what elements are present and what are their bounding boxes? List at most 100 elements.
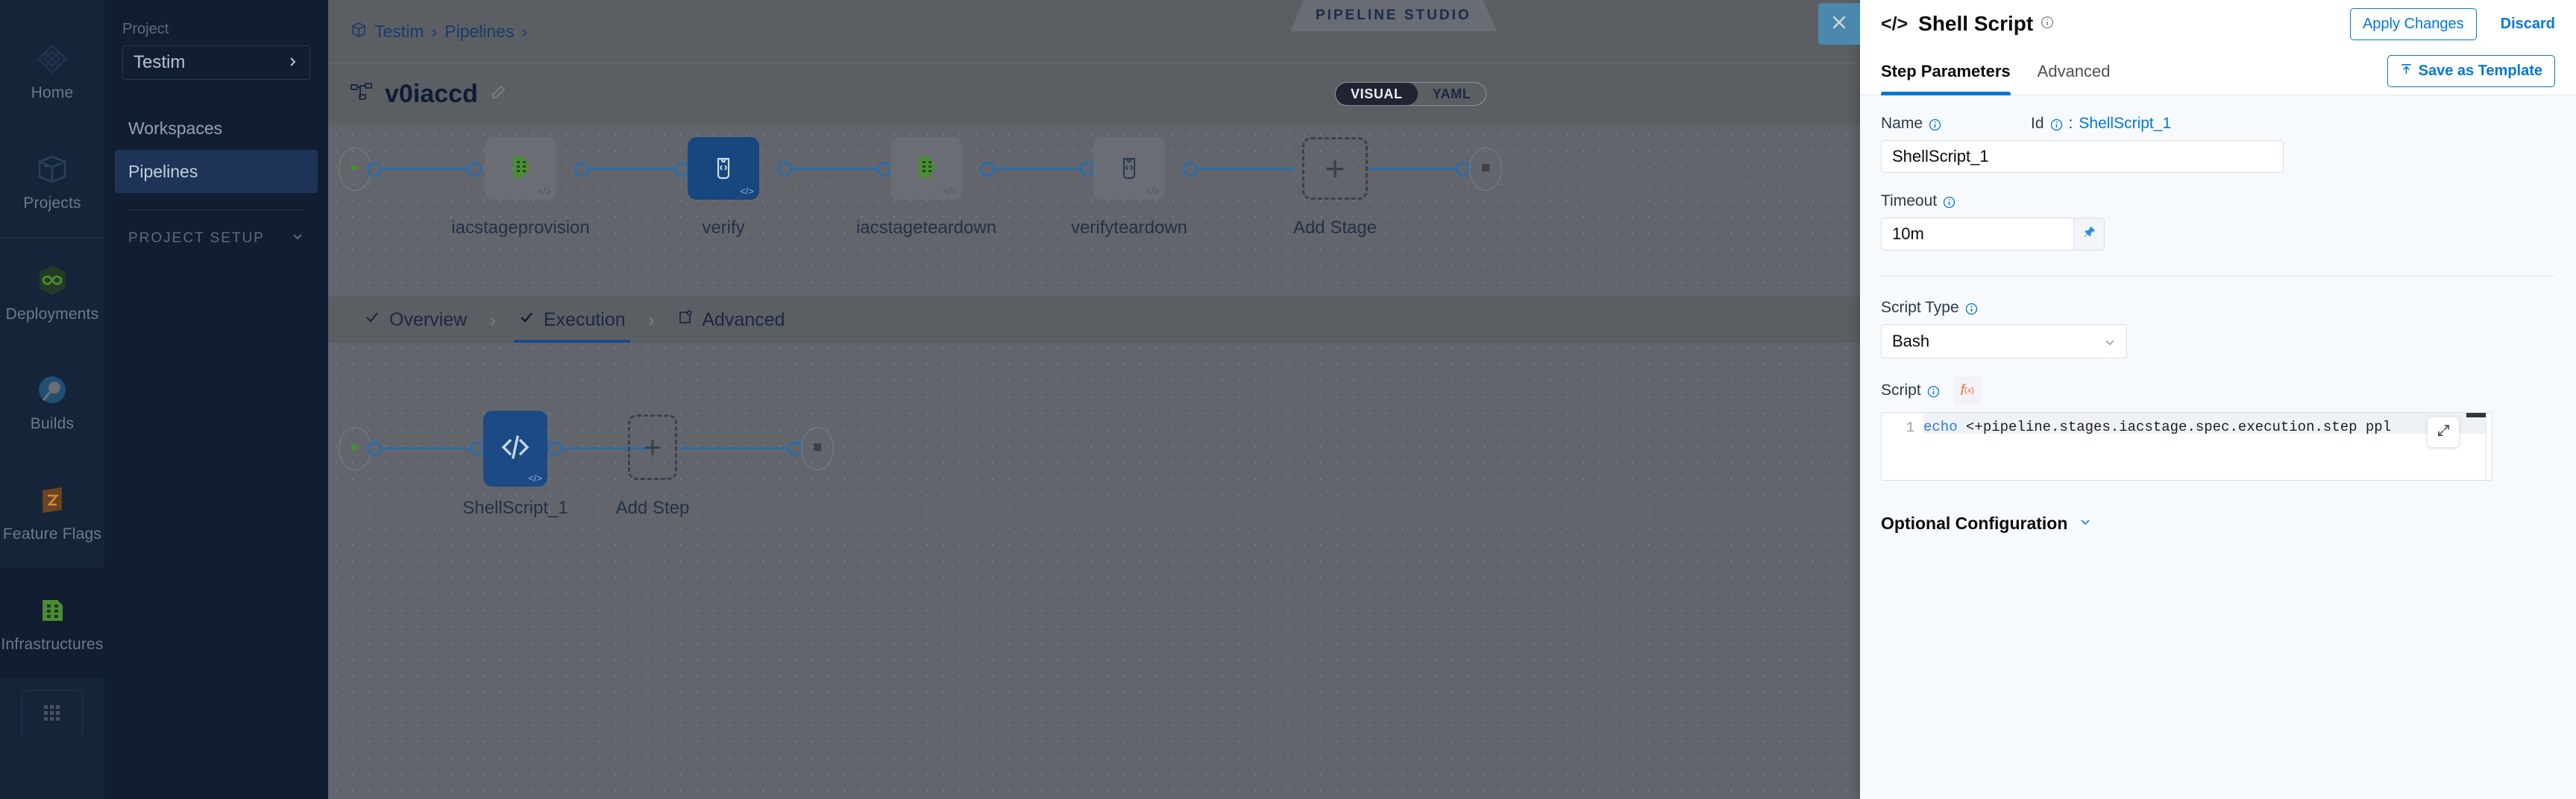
network-icon [34, 593, 70, 628]
stage-node-verifyteardown[interactable]: </> [1093, 137, 1165, 200]
name-id-row: Name Id : [1881, 115, 2555, 140]
rail-item-label: Deployments [5, 305, 99, 323]
connector-line [791, 168, 880, 170]
discard-button[interactable]: Discard [2500, 15, 2555, 32]
stage-label: iacstageprovision [451, 218, 590, 238]
view-mode-toggle[interactable]: VISUAL YAML [1335, 82, 1487, 106]
stage-node-iacstageprovision[interactable]: </> [485, 137, 556, 200]
connector-dot [674, 162, 689, 177]
chevron-down-icon [291, 230, 304, 247]
toggle-option-visual[interactable]: VISUAL [1336, 83, 1418, 105]
rail-item-feature-flags[interactable]: Feature Flags [0, 458, 104, 568]
save-as-template-button[interactable]: Save as Template [2387, 55, 2555, 87]
apply-changes-button[interactable]: Apply Changes [2349, 7, 2477, 40]
expression-toggle-button[interactable]: f(x) [1953, 376, 1982, 405]
tab-label: Advanced [702, 309, 785, 330]
step-id-display: Id : ShellScript_1 [2031, 115, 2171, 133]
info-icon[interactable] [2050, 118, 2063, 130]
rail-item-infrastructures[interactable]: Infrastructures [0, 568, 104, 678]
step-label: ShellScript_1 [462, 498, 568, 518]
rail-item-label: Infrastructures [1, 636, 104, 653]
script-code-editor[interactable]: 1 echo <+pipeline.stages.iacstage.spec.e… [1881, 412, 2492, 481]
fx-label: f [1960, 382, 1965, 399]
timeout-label: Timeout [1881, 192, 1938, 209]
apps-grid-icon [44, 705, 60, 725]
info-icon[interactable] [1943, 195, 1955, 208]
rail-item-home[interactable]: Home [0, 16, 104, 127]
pin-icon [2082, 225, 2096, 243]
rail-item-deployments[interactable]: Deployments [0, 237, 104, 347]
code-indicator-icon: </> [537, 186, 551, 197]
info-icon[interactable] [2041, 16, 2054, 33]
project-selector[interactable]: Testim [122, 45, 310, 80]
check-icon [518, 309, 535, 331]
connector-line [380, 168, 470, 170]
info-icon[interactable] [1965, 302, 1978, 315]
code-text: <+pipeline.stages.iacstage.spec.executio… [1957, 419, 2392, 434]
sidebar-item-pipelines[interactable]: Pipelines [115, 150, 318, 193]
tab-advanced[interactable]: Advanced [2024, 48, 2124, 95]
script-type-select[interactable]: Bash [1881, 324, 2127, 359]
name-label-wrap: Name [1881, 115, 1941, 133]
tab-execution[interactable]: Execution [502, 297, 642, 343]
code-indicator-icon: </> [528, 473, 542, 484]
connector-line [380, 447, 474, 449]
pencil-icon[interactable] [490, 84, 506, 104]
optional-configuration-label: Optional Configuration [1881, 514, 2068, 533]
add-step-label: Add Step [615, 498, 690, 518]
editor-scrollbar-horizontal[interactable] [2466, 413, 2486, 417]
project-setup-toggle[interactable]: PROJECT SETUP [122, 230, 310, 247]
rail-item-builds[interactable]: Builds [0, 347, 104, 458]
apps-grid-button[interactable] [22, 690, 83, 739]
editor-code-line[interactable]: echo <+pipeline.stages.iacstage.spec.exe… [1923, 413, 2492, 434]
rail-item-label: Feature Flags [2, 525, 102, 543]
rail-item-projects[interactable]: Projects [0, 127, 104, 237]
connector-dot [367, 441, 382, 456]
project-sidebar: Project Testim Workspaces Pipelines [104, 0, 328, 799]
toggle-option-yaml[interactable]: YAML [1432, 86, 1471, 101]
page-title: v0iaccd [385, 79, 478, 108]
breadcrumb-item-testim[interactable]: Testim [374, 21, 424, 41]
expand-editor-button[interactable] [2428, 417, 2459, 447]
pipeline-end-node[interactable] [1469, 148, 1502, 191]
info-icon[interactable] [1929, 118, 1941, 130]
connector-dot [877, 162, 892, 177]
tab-step-parameters[interactable]: Step Parameters [1881, 48, 2024, 95]
id-value: ShellScript_1 [2079, 115, 2172, 132]
execution-end-node[interactable] [801, 427, 834, 470]
tab-label: Execution [543, 309, 626, 330]
info-icon[interactable] [1927, 385, 1940, 397]
upload-icon [2400, 63, 2413, 80]
connector-line [993, 168, 1083, 170]
add-stage-label: Add Stage [1292, 218, 1377, 238]
connector-dot [470, 441, 485, 456]
close-drawer-button[interactable] [1818, 3, 1860, 45]
connector-line [679, 447, 794, 449]
add-stage-button[interactable]: + [1302, 137, 1368, 200]
connector-dot [574, 162, 589, 177]
plus-icon: + [643, 429, 662, 464]
tab-advanced[interactable]: Advanced [660, 297, 801, 343]
code-slash-icon [497, 429, 533, 469]
connector-dot [980, 162, 995, 177]
connector-line [588, 168, 677, 170]
gear-circle-icon [34, 372, 70, 408]
breadcrumb-item-pipelines[interactable]: Pipelines [444, 21, 515, 41]
sidebar-item-workspaces[interactable]: Workspaces [115, 107, 318, 150]
timeout-input[interactable] [1881, 218, 2073, 250]
add-step-button[interactable]: + [628, 414, 677, 480]
step-row: </> + ShellScript_1 Add S [328, 402, 2576, 581]
stage-node-verify[interactable]: </> [688, 137, 759, 200]
cube-icon [351, 22, 367, 42]
tab-separator-2: › [647, 308, 655, 331]
breadcrumb-bar: Testim › Pipelines › PIPELINE STUDIO [328, 0, 2576, 63]
sidebar-item-label: Pipelines [128, 161, 198, 181]
editor-scrollbar-vertical[interactable] [2486, 413, 2492, 480]
drawer-title: Shell Script [1918, 12, 2034, 35]
timeout-pin-button[interactable] [2073, 218, 2105, 250]
stage-node-iacstageteardown[interactable]: </> [890, 137, 962, 200]
tab-overview[interactable]: Overview [348, 297, 483, 343]
step-node-shellscript-1[interactable]: </> [483, 411, 547, 487]
name-input[interactable] [1881, 140, 2284, 173]
optional-configuration-toggle[interactable]: Optional Configuration [1881, 514, 2555, 534]
